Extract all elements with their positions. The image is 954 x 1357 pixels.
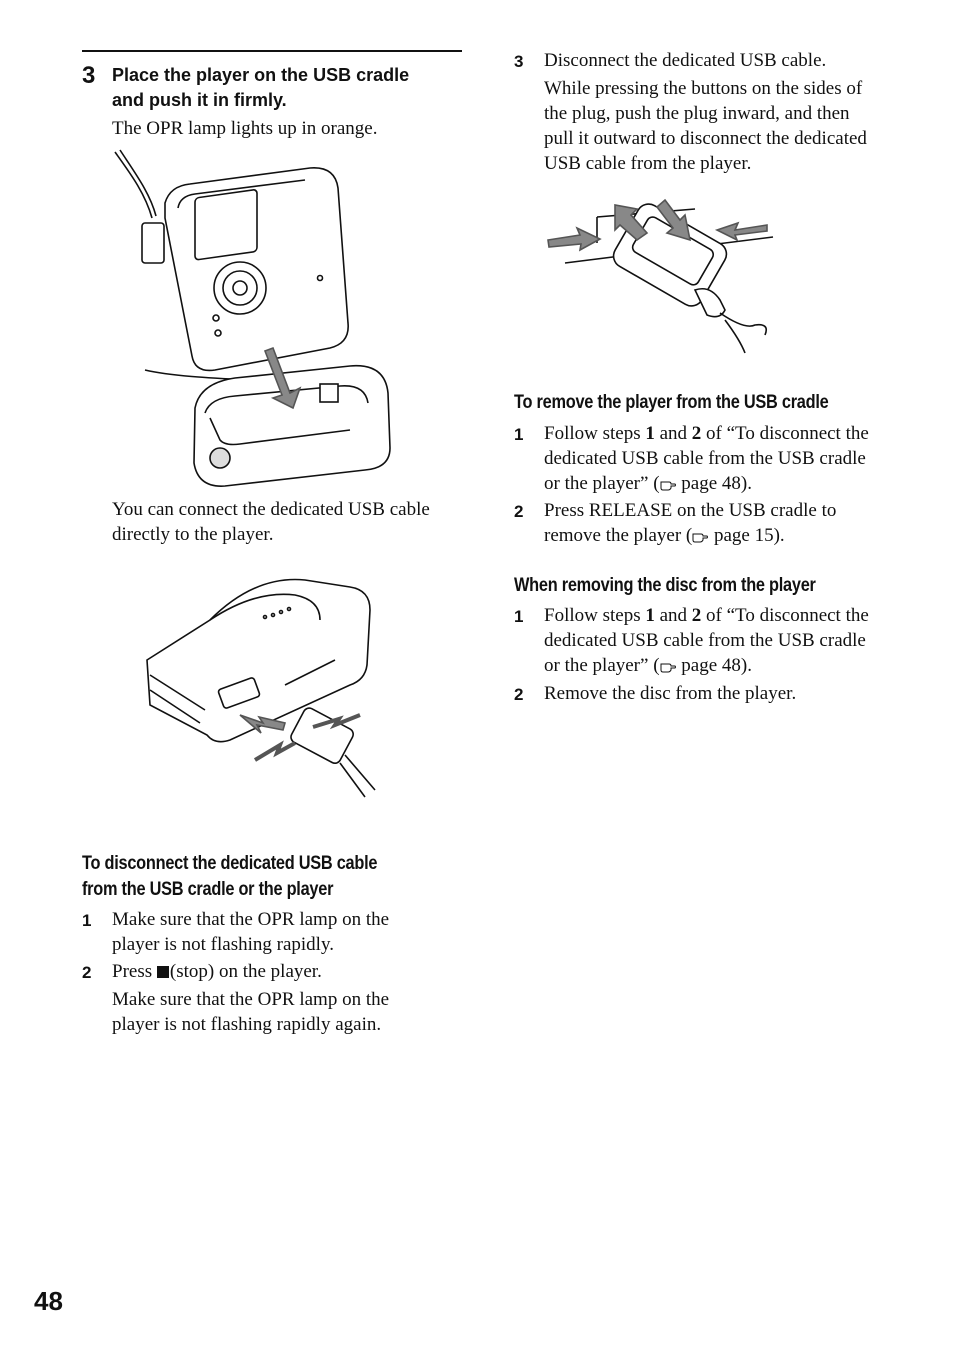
text-part: and [654,605,692,626]
cable-to-player-illustration [146,578,376,798]
remove-disc-heading: When removing the disc from the player [514,575,816,596]
player-on-cradle-illustration [114,149,391,487]
step-text-part: Press [112,961,157,982]
step-line: pull it outward to disconnect the dedica… [544,128,867,149]
step-line: dedicated USB cable from the USB cradle [544,448,866,469]
step-text: Press RELEASE on the USB cradle to remov… [544,498,836,548]
note-line: directly to the player. [112,524,274,545]
pointing-hand-icon [692,533,709,543]
step-text: Follow steps 1 and 2 of “To disconnect t… [544,603,869,678]
pointing-hand-icon [660,481,676,491]
step-number: 2 [82,963,92,982]
step-title: Place the player on the USB cradle and p… [112,63,409,113]
text-part: of “To disconnect the [701,605,869,626]
text-part: page 48). [676,473,752,494]
step-line: player is not flashing rapidly. [112,934,334,955]
text-part: and [654,423,692,444]
direct-note: You can connect the dedicated USB cable … [112,497,430,547]
step-line: Make sure that the OPR lamp on the [112,909,390,930]
step-line: the plug, push the plug inward, and then [544,103,850,124]
step-text: Follow steps 1 and 2 of “To disconnect t… [544,421,869,496]
step-subtext: Make sure that the OPR lamp on the playe… [112,987,389,1037]
step-ref: 2 [691,605,702,626]
step-number: 3 [514,52,524,71]
text-part: page 48). [676,655,752,676]
step-number: 1 [514,607,524,626]
unplug-cable-illustration [547,198,774,354]
step-number: 2 [514,685,524,704]
heading-line: To disconnect the dedicated USB cable [82,853,378,874]
pointing-hand-icon [660,663,676,673]
step-number: 1 [82,911,92,930]
text-part: page 15). [709,525,785,546]
text-part: or the player” ( [544,473,660,494]
step-text: Press (stop) on the player. [112,959,322,984]
text-part: Follow steps [544,605,646,626]
step-line: player is not flashing rapidly again. [112,1014,382,1035]
remove-cradle-heading: To remove the player from the USB cradle [514,392,829,413]
step-ref: 1 [645,605,655,626]
step-ref: 2 [691,423,702,444]
text-part: remove the player ( [544,525,693,546]
text-part: or the player” ( [544,655,660,676]
step-title-line: and push it in firmly. [112,90,287,110]
step-title: Disconnect the dedicated USB cable. [544,50,827,71]
step-line: Press RELEASE on the USB cradle to [544,500,837,521]
note-line: You can connect the dedicated USB cable [112,499,430,520]
step-line: While pressing the buttons on the sides … [544,78,863,99]
stop-square-icon [156,966,169,978]
step-ref: 1 [645,423,655,444]
step-line: USB cable from the player. [544,153,752,174]
step-line: dedicated USB cable from the USB cradle [544,630,866,651]
step-line: Make sure that the OPR lamp on the [112,989,390,1010]
heading-line: from the USB cradle or the player [82,879,334,900]
step-number: 3 [82,62,96,89]
disconnect-heading: To disconnect the dedicated USB cable fr… [82,851,377,903]
section-rule [82,50,462,52]
page-number: 48 [34,1286,63,1316]
step-text: Make sure that the OPR lamp on the playe… [112,907,389,957]
step-text-part: (stop) on the player. [169,961,322,982]
step-text: Remove the disc from the player. [544,683,797,704]
step-text: The OPR lamp lights up in orange. [112,118,378,139]
text-part: of “To disconnect the [701,423,869,444]
text-part: Follow steps [544,423,646,444]
step-number: 2 [514,502,524,521]
step-text: While pressing the buttons on the sides … [544,76,867,176]
step-number: 1 [514,425,524,444]
step-title-line: Place the player on the USB cradle [112,65,410,85]
